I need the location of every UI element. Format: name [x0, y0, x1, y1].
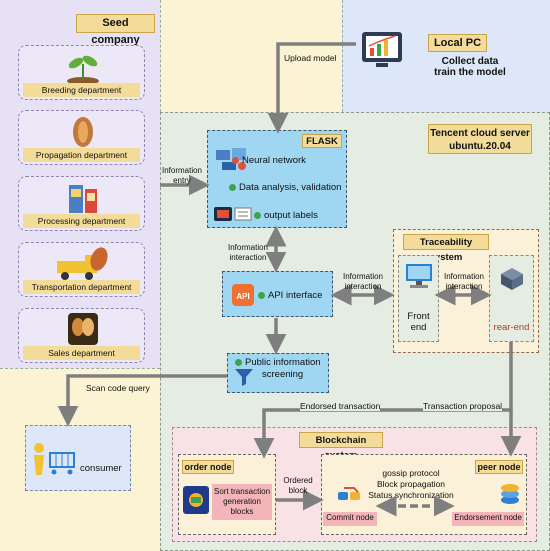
public-info-line2: screening [262, 369, 304, 380]
peer-node-title: peer node [475, 460, 523, 474]
endorsement-node-label: Endorsement node [454, 513, 522, 522]
green-dot-icon [258, 291, 265, 299]
flask-item-label: Data analysis, validation [239, 182, 342, 193]
computer-icon [406, 264, 432, 288]
info-interaction-trace-2: interaction [445, 282, 483, 291]
seed-icon [73, 117, 93, 147]
ordered-block-label-1: Ordered [283, 476, 313, 485]
flask-title: FLASK [302, 134, 342, 148]
cloud-title-line2: ubuntu.20.04 [449, 141, 511, 152]
seed-packet-icon [69, 185, 97, 213]
cloud-server-title: Tencent cloud server ubuntu.20.04 [428, 124, 532, 154]
department-label: Sales department [23, 346, 140, 360]
department-label: Processing department [23, 214, 140, 228]
ordered-block-label-2: block [288, 486, 308, 495]
front-end-line1: Front [407, 311, 430, 322]
svg-text:API: API [236, 292, 249, 301]
local-pc-line1: Collect data [441, 56, 499, 67]
sort-line3: blocks [230, 507, 254, 516]
info-interaction-trace-1: Information [443, 272, 485, 281]
scan-code-query-label: Scan code query [86, 383, 150, 393]
department-label: Transportation department [23, 280, 140, 294]
flask-item-data-analysis: Data analysis, validation [229, 182, 341, 193]
info-interaction-vertical-1: Information [227, 243, 269, 252]
info-interaction-api-1: Information [342, 272, 384, 281]
monitor-chart-icon [362, 32, 402, 67]
rear-end-label: rear-end [493, 322, 530, 333]
gossip-line2: Block propagation [376, 479, 446, 489]
department-label: Propagation department [23, 148, 140, 162]
department-transportation: Transportation department [18, 242, 145, 297]
api-label: API interface [268, 290, 323, 301]
public-info-label: Public information [245, 357, 321, 368]
transaction-proposal-label: Transaction proposal [423, 401, 503, 411]
flask-item-label: output labels [264, 210, 318, 221]
filter-funnel-icon [235, 369, 253, 386]
endorsed-transaction-label: Endorsed transaction [300, 401, 381, 411]
cloud-title-line1: Tencent cloud server [430, 128, 530, 139]
seed-company-title: Seed company [76, 14, 155, 46]
info-interaction-vertical-2: interaction [229, 253, 267, 262]
handshake-icon [338, 487, 360, 500]
flask-item-label: Neural network [242, 155, 306, 166]
commit-node-label: Commit node [326, 513, 374, 522]
flask-item-output-labels: output labels [254, 210, 318, 221]
department-breeding: Breeding department [18, 45, 145, 100]
red-dot-icon [232, 156, 239, 164]
server-icon [501, 268, 523, 290]
front-end-line2: end [410, 322, 427, 333]
gossip-line3: Status synchronization [368, 490, 454, 500]
api-interface-label: API interface [258, 290, 322, 301]
gossip-line1: gossip protocol [382, 468, 440, 478]
sort-line1: Sort transaction [213, 487, 271, 496]
department-propagation: Propagation department [18, 110, 145, 165]
seedling-icon [67, 55, 99, 85]
sort-line2: generation [223, 497, 261, 506]
blockchain-title: Blockchain system [299, 432, 383, 461]
shopping-cart-icon [34, 443, 75, 475]
order-node-title: order node [182, 460, 234, 474]
upload-model-label: Upload model [284, 53, 337, 63]
department-label: Breeding department [23, 83, 140, 97]
traceability-title: Traceability system [403, 234, 489, 263]
sort-transaction-box [212, 484, 272, 520]
local-pc-title: Local PC [428, 34, 487, 52]
commit-node-label-box [323, 512, 377, 526]
truck-icon [57, 247, 108, 280]
flask-item-neural-network: Neural network [232, 155, 306, 166]
green-dot-icon [235, 358, 242, 366]
green-dot-icon [254, 211, 261, 219]
department-sales: Sales department [18, 308, 145, 363]
consumer-label: consumer [80, 463, 122, 474]
information-entry-label-1: Information [161, 166, 203, 175]
output-labels-icon [214, 207, 252, 221]
blocks-stack-icon [183, 486, 209, 514]
department-processing: Processing department [18, 176, 145, 231]
info-interaction-api-2: interaction [344, 282, 382, 291]
public-info-line1: Public information [235, 357, 321, 368]
seed-brand-icon [68, 313, 98, 345]
green-dot-icon [229, 183, 236, 191]
local-pc-line2: train the model [434, 67, 506, 78]
api-icon: API [232, 284, 254, 306]
information-entry-label-2: entry [173, 176, 191, 185]
coin-stack-icon [501, 484, 519, 504]
endorsement-node-label-box [452, 512, 524, 526]
